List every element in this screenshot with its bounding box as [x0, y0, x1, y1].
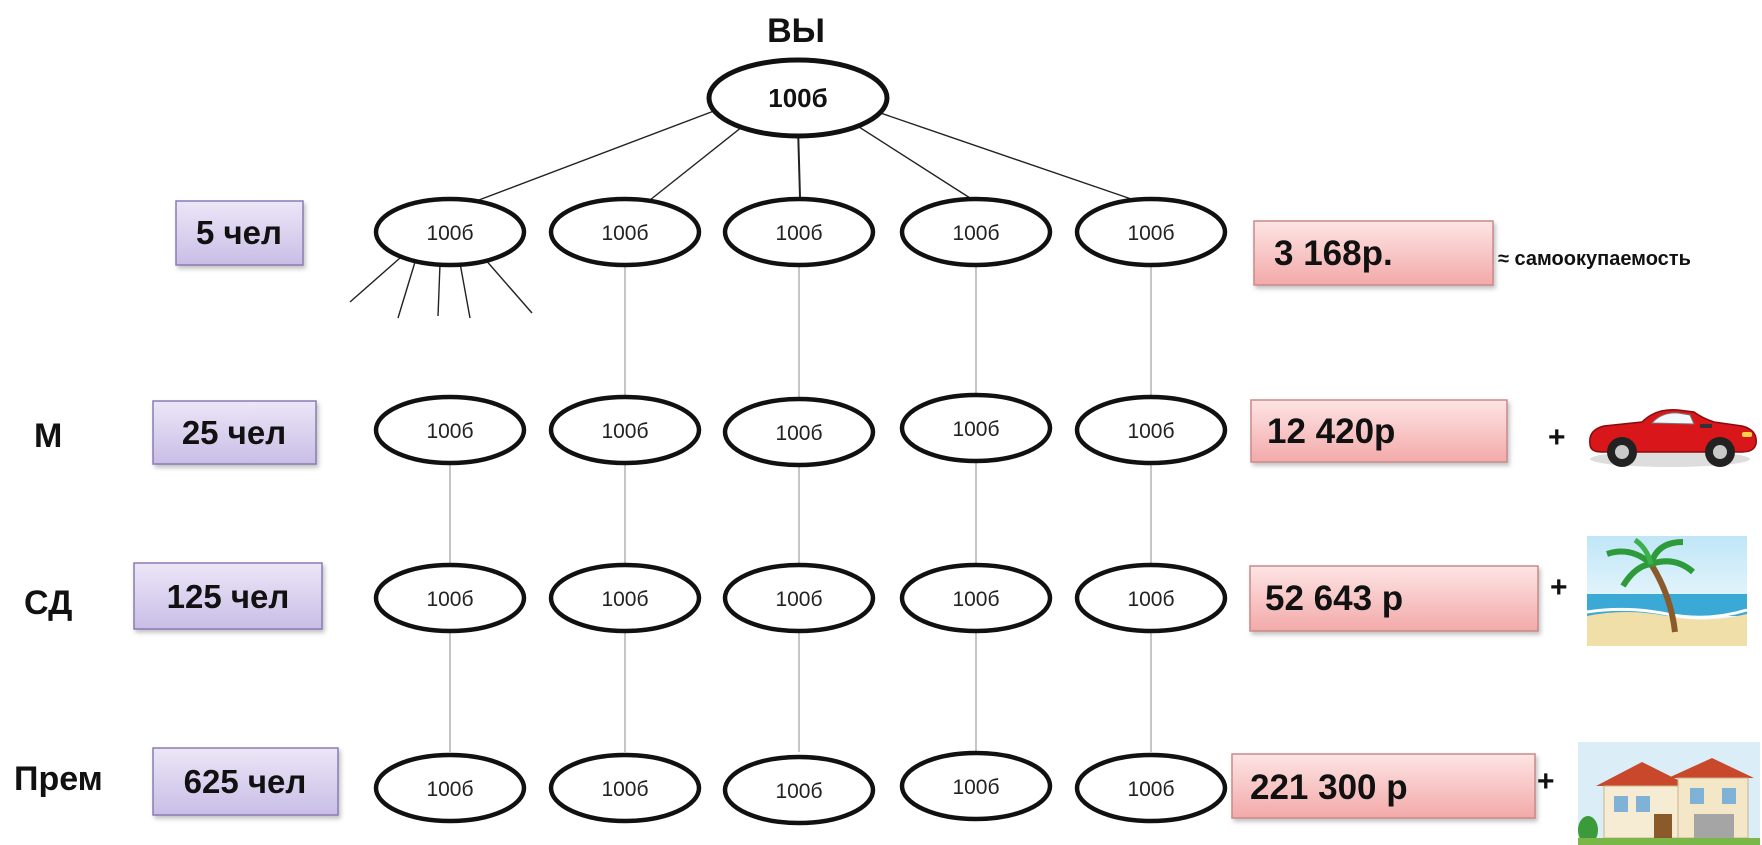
income-text: 12 420р — [1267, 412, 1395, 451]
count-box: 5 чел — [175, 200, 304, 266]
level-node: 100б — [722, 754, 876, 826]
plus-sign: + — [1537, 765, 1555, 798]
node-label: 100б — [601, 420, 648, 443]
node-label: 100б — [426, 778, 473, 801]
node-label: 100б — [1127, 420, 1174, 443]
self-payback-note: ≈ самоокупаемость — [1498, 248, 1691, 270]
connector-line — [470, 102, 736, 204]
level-node: 100б — [1074, 394, 1228, 466]
rank-label-prem: Прем — [14, 760, 103, 798]
node-label: 100б — [775, 422, 822, 445]
level-node: 100б — [899, 750, 1053, 822]
income-text: 52 643 р — [1265, 579, 1403, 618]
count-text: 25 чел — [182, 414, 286, 451]
level-node: 100б — [548, 196, 702, 268]
branch-line — [459, 262, 471, 319]
house-icon — [1578, 742, 1760, 845]
diagram-title: ВЫ — [767, 12, 825, 50]
node-label: 100б — [775, 780, 822, 803]
level-row-2: 100б 100б 100б 100б 100б — [373, 392, 1228, 468]
node-label: 100б — [1127, 222, 1174, 245]
branch-line — [397, 261, 416, 319]
node-label: 100б — [426, 420, 473, 443]
node-label: 100б — [952, 776, 999, 799]
node-label: 100б — [775, 588, 822, 611]
level-node: 100б — [373, 196, 527, 268]
plus-sign: + — [1550, 571, 1568, 604]
node-label: 100б — [775, 222, 822, 245]
root-connectors — [470, 102, 1141, 204]
level-node: 100б — [373, 752, 527, 824]
level-node: 100б — [373, 394, 527, 466]
income-box: 12 420р — [1250, 399, 1508, 463]
car-icon — [1589, 409, 1757, 467]
count-box: 625 чел — [152, 747, 339, 816]
count-box: 25 чел — [152, 400, 317, 465]
connector-line — [649, 118, 753, 201]
rank-label-m: М — [34, 417, 62, 455]
count-text: 625 чел — [184, 763, 307, 800]
level-node: 100б — [722, 562, 876, 634]
node-label: 100б — [601, 588, 648, 611]
node-label: 100б — [952, 418, 999, 441]
level-node: 100б — [1074, 752, 1228, 824]
level-row-3: 100б 100б 100б 100б 100б — [373, 562, 1228, 634]
income-text: 3 168р. — [1274, 234, 1393, 273]
connector-line — [859, 105, 1141, 203]
level-row-4: 100б 100б 100б 100б 100б — [373, 750, 1228, 826]
branch-line — [349, 257, 401, 303]
level-node: 100б — [899, 392, 1053, 464]
level-node: 100б — [373, 562, 527, 634]
income-box: 52 643 р — [1249, 565, 1539, 632]
node-label: 100б — [1127, 778, 1174, 801]
level-node: 100б — [548, 562, 702, 634]
connector-line — [844, 117, 971, 199]
branch-line — [483, 257, 533, 314]
level-node: 100б — [899, 196, 1053, 268]
level-node: 100б — [722, 396, 876, 468]
node-label: 100б — [1127, 588, 1174, 611]
level-node: 100б — [722, 196, 876, 268]
count-text: 125 чел — [167, 578, 290, 615]
income-text: 221 300 р — [1250, 768, 1408, 807]
node-label: 100б — [601, 778, 648, 801]
income-box: 221 300 р — [1231, 753, 1536, 819]
count-text: 5 чел — [196, 214, 282, 251]
branch-lines — [349, 257, 533, 319]
branch-line — [437, 263, 441, 317]
level-node: 100б — [899, 562, 1053, 634]
plus-sign: + — [1548, 421, 1566, 454]
node-label: 100б — [952, 222, 999, 245]
root-node: 100б — [706, 57, 890, 139]
level-node: 100б — [1074, 562, 1228, 634]
node-label: 100б — [952, 588, 999, 611]
level-node: 100б — [1074, 196, 1228, 268]
level-node: 100б — [548, 752, 702, 824]
root-node-label: 100б — [768, 83, 827, 113]
vertical-connectors — [449, 264, 1152, 752]
connector-line — [797, 126, 801, 198]
level-node: 100б — [548, 394, 702, 466]
level-row-1: 100б 100б 100б 100б 100б — [373, 196, 1228, 268]
income-box: 3 168р. — [1253, 220, 1494, 286]
node-label: 100б — [601, 222, 648, 245]
node-label: 100б — [426, 222, 473, 245]
node-label: 100б — [426, 588, 473, 611]
rank-label-sd: СД — [24, 584, 72, 622]
count-box: 125 чел — [133, 562, 323, 630]
beach-palm-icon — [1586, 536, 1748, 646]
